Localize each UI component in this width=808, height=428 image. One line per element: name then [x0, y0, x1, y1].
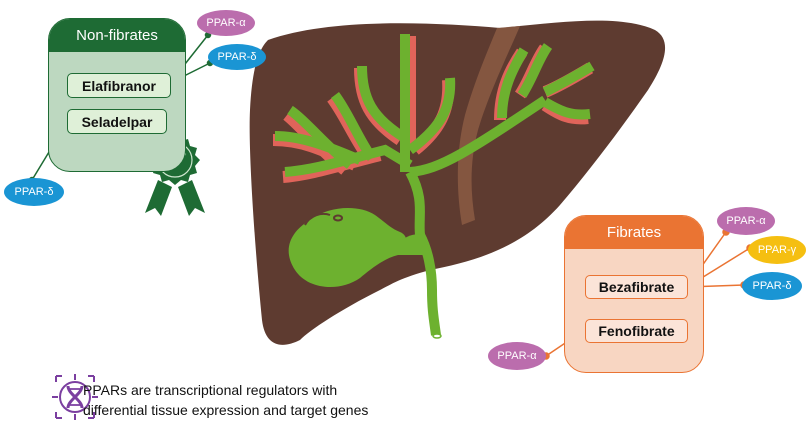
nonfibrates-title: Non-fibrates: [49, 19, 185, 52]
ppar-alpha-pill: PPAR-α: [717, 207, 775, 235]
gallbladder: [288, 208, 407, 288]
dna-icon: [52, 374, 98, 420]
caption-line-2: differential tissue expression and targe…: [83, 402, 369, 418]
liver-groove: [457, 26, 520, 225]
drug-seladelpar: Seladelpar: [67, 109, 167, 134]
ppar-delta-pill: PPAR-δ: [4, 178, 64, 206]
ppar-alpha-pill: PPAR-α: [197, 10, 255, 36]
ppar-delta-pill: PPAR-δ: [208, 44, 266, 70]
drug-fenofibrate: Fenofibrate: [585, 319, 688, 343]
fibrates-title: Fibrates: [565, 216, 703, 249]
ppar-gamma-pill: PPAR-γ: [748, 236, 806, 264]
drug-elafibranor: Elafibranor: [67, 73, 171, 98]
caption-line-1: PPARs are transcriptional regulators wit…: [83, 382, 338, 398]
ppar-alpha-pill: PPAR-α: [488, 342, 546, 370]
ppar-delta-pill: PPAR-δ: [742, 272, 802, 300]
drug-bezafibrate: Bezafibrate: [585, 275, 688, 299]
caption: PPARs are transcriptional regulators wit…: [83, 380, 368, 420]
